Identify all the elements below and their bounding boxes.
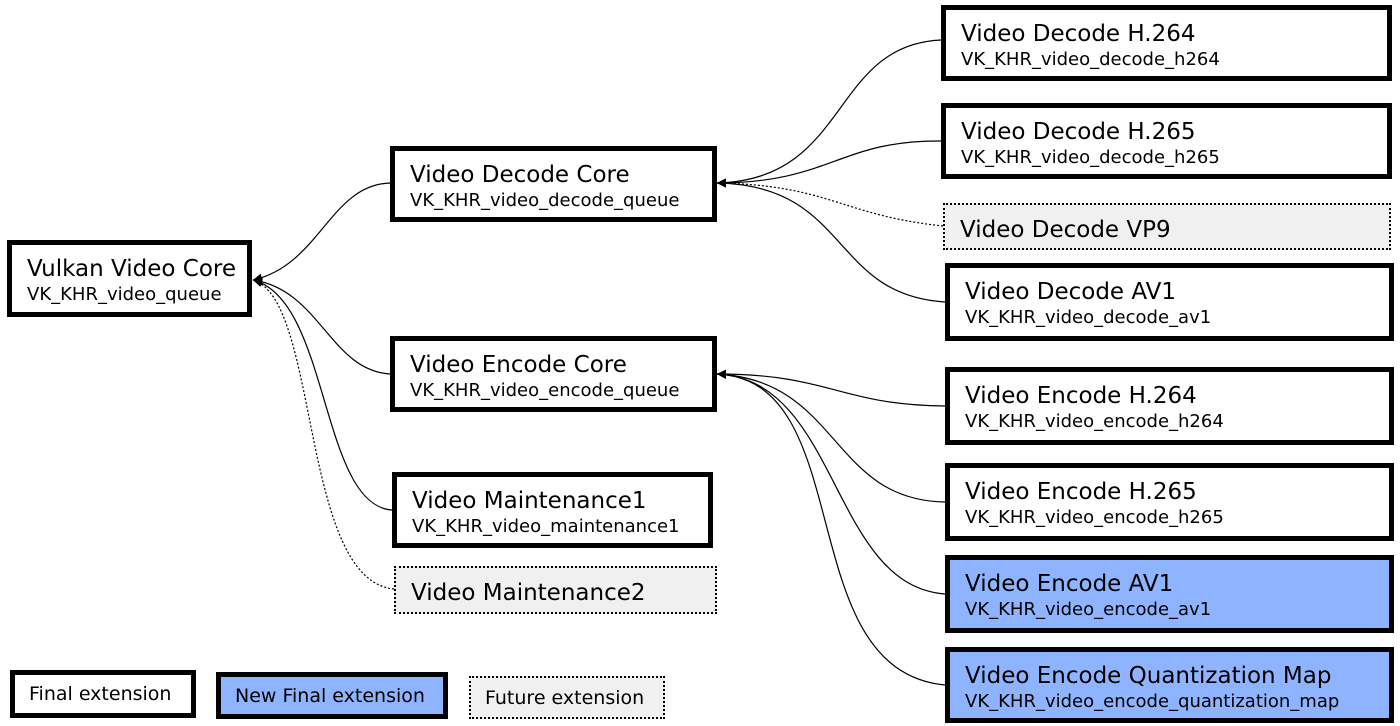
node-title: Video Decode H.265 <box>961 119 1196 145</box>
node-title: Video Decode H.264 <box>961 21 1196 47</box>
node-extension-name: VK_KHR_video_encode_queue <box>410 380 680 401</box>
node-extension-name: VK_KHR_video_maintenance1 <box>412 516 680 537</box>
node-extension-name: VK_KHR_video_encode_quantization_map <box>965 691 1340 712</box>
node-title: Video Encode H.265 <box>965 479 1197 505</box>
node-extension-name: VK_KHR_video_decode_h265 <box>961 147 1220 168</box>
edge-enc-h265-to-encode <box>716 369 946 503</box>
node-extension-name: VK_KHR_video_queue <box>27 284 222 305</box>
node-extension-name: VK_KHR_video_decode_queue <box>410 190 680 211</box>
node-video-decode-vp9: Video Decode VP9 <box>943 203 1391 250</box>
edge-dec-h264-to-decode <box>716 39 942 188</box>
node-title: Video Decode AV1 <box>965 279 1177 305</box>
node-video-encode-h264: Video Encode H.264 VK_KHR_video_encode_h… <box>945 367 1394 445</box>
legend-label: New Final extension <box>235 684 425 707</box>
node-extension-name: VK_KHR_video_decode_av1 <box>965 307 1212 328</box>
edge-maint1-to-core <box>252 277 393 511</box>
node-extension-name: VK_KHR_video_encode_h265 <box>965 507 1224 528</box>
edge-maint2-to-core <box>252 278 395 590</box>
edge-dec-h265-to-decode <box>716 140 942 188</box>
legend-label: Final extension <box>29 683 172 705</box>
node-title: Video Encode H.264 <box>965 383 1197 409</box>
node-video-encode-core: Video Encode Core VK_KHR_video_encode_qu… <box>390 336 717 412</box>
node-video-maintenance1: Video Maintenance1 VK_KHR_video_maintena… <box>392 472 713 548</box>
legend-future-extension: Future extension <box>469 676 665 719</box>
edge-enc-qmap-to-encode <box>716 369 946 686</box>
edge-encode-to-core <box>252 276 391 375</box>
legend-label: Future extension <box>485 686 645 709</box>
node-extension-name: VK_KHR_video_encode_h264 <box>965 411 1224 432</box>
edge-enc-av1-to-encode <box>716 369 946 595</box>
node-video-maintenance2: Video Maintenance2 <box>394 566 717 614</box>
node-video-decode-h264: Video Decode H.264 VK_KHR_video_decode_h… <box>941 5 1392 81</box>
node-title: Video Encode Quantization Map <box>965 663 1332 689</box>
node-title: Video Decode Core <box>410 162 630 188</box>
node-title: Video Encode AV1 <box>965 571 1174 597</box>
node-title: Video Maintenance2 <box>411 580 646 606</box>
node-vulkan-video-core: Vulkan Video Core VK_KHR_video_queue <box>7 240 252 317</box>
node-title: Vulkan Video Core <box>27 256 237 282</box>
node-extension-name: VK_KHR_video_decode_h264 <box>961 49 1220 70</box>
node-video-encode-h265: Video Encode H.265 VK_KHR_video_encode_h… <box>945 463 1394 541</box>
legend-new-final-extension: New Final extension <box>216 672 448 719</box>
node-video-decode-core: Video Decode Core VK_KHR_video_decode_qu… <box>390 146 717 222</box>
node-video-decode-av1: Video Decode AV1 VK_KHR_video_decode_av1 <box>945 263 1394 341</box>
node-video-decode-h265: Video Decode H.265 VK_KHR_video_decode_h… <box>941 103 1392 179</box>
node-extension-name: VK_KHR_video_encode_av1 <box>965 599 1212 620</box>
node-title: Video Maintenance1 <box>412 488 647 514</box>
node-video-encode-av1: Video Encode AV1 VK_KHR_video_encode_av1 <box>945 555 1394 633</box>
edge-dec-av1-to-decode <box>716 178 946 303</box>
edge-enc-h264-to-encode <box>716 369 946 407</box>
node-title: Video Encode Core <box>410 352 627 378</box>
node-video-encode-quantization-map: Video Encode Quantization Map VK_KHR_vid… <box>945 647 1394 723</box>
edge-dec-vp9-to-decode <box>716 178 944 227</box>
edge-decode-to-core <box>252 182 391 283</box>
legend-final-extension: Final extension <box>10 670 196 718</box>
node-title: Video Decode VP9 <box>960 217 1171 243</box>
